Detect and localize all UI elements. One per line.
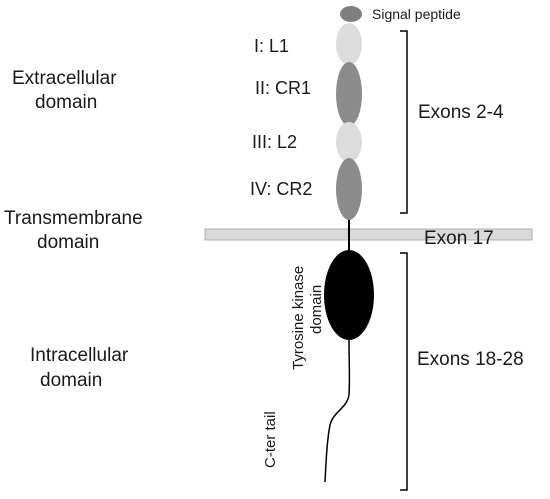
extracellular-label-line1: Extracellular xyxy=(12,68,117,89)
transmembrane-label-line1: Transmembrane xyxy=(4,208,143,229)
l2-label: III: L2 xyxy=(252,132,297,152)
signal-peptide-oval xyxy=(340,6,362,22)
exon-bracket-extracellular xyxy=(400,30,408,214)
extracellular-label-line2: domain xyxy=(35,92,97,113)
tyrosine-kinase-oval xyxy=(324,250,374,340)
cr1-label: II: CR1 xyxy=(255,78,311,98)
exon-bracket-intracellular xyxy=(400,252,408,491)
l2-domain-oval xyxy=(336,122,362,162)
intracellular-label-line2: domain xyxy=(40,370,102,391)
signal-peptide-label: Signal peptide xyxy=(372,6,461,22)
cr2-label: IV: CR2 xyxy=(250,179,312,199)
c-terminal-tail xyxy=(324,339,351,483)
exons-extracellular-label: Exons 2-4 xyxy=(418,102,504,123)
exon-transmembrane-label: Exon 17 xyxy=(424,228,494,249)
c-ter-tail-label: C-ter tail xyxy=(262,411,279,468)
intracellular-label-line1: Intracellular xyxy=(30,345,129,366)
l1-domain-oval xyxy=(336,23,362,65)
cr1-domain-oval xyxy=(336,62,362,126)
tyrosine-kinase-label-line2: domain xyxy=(308,285,325,334)
membrane-bar xyxy=(204,228,533,241)
exons-intracellular-label: Exons 18-28 xyxy=(417,349,524,370)
cr2-domain-oval xyxy=(336,158,362,220)
transmembrane-label-line2: domain xyxy=(37,232,99,253)
l1-label: I: L1 xyxy=(254,36,289,56)
tyrosine-kinase-label-line1: Tyrosine kinase xyxy=(290,266,307,370)
